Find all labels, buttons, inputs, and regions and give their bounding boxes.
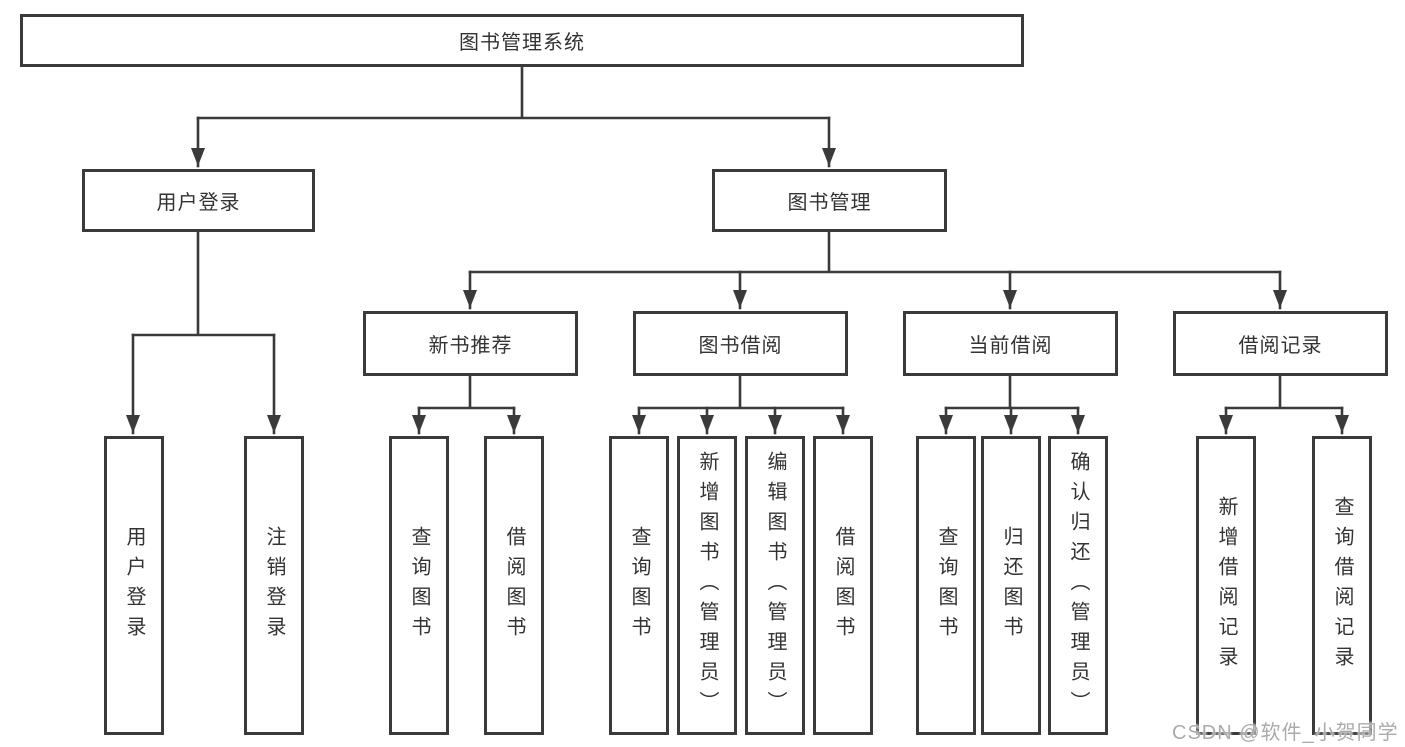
csdn-watermark: CSDN @软件_小贺同学 xyxy=(1172,722,1399,744)
leaf-return-books: 归还图书 xyxy=(981,436,1041,735)
leaf-user-login: 用户登录 xyxy=(104,436,164,735)
node-label: 图书管理系统 xyxy=(459,32,585,54)
node-label: 编辑图书（管理员） xyxy=(764,450,786,721)
leaf-add-borrow-record: 新增借阅记录 xyxy=(1196,436,1256,735)
node-label: 查询图书 xyxy=(408,525,430,646)
node-label: 当前借阅 xyxy=(968,335,1053,357)
leaf-query-books-recommend: 查询图书 xyxy=(389,436,449,735)
node-book-borrow: 图书借阅 xyxy=(633,311,848,376)
node-label: 图书管理 xyxy=(787,192,872,214)
node-label: 借阅图书 xyxy=(832,525,854,646)
node-label: 注销登录 xyxy=(263,525,285,646)
node-label: 借阅图书 xyxy=(503,525,525,646)
node-label: 归还图书 xyxy=(1000,525,1022,646)
node-current-borrow: 当前借阅 xyxy=(903,311,1118,376)
node-label: 查询借阅记录 xyxy=(1331,495,1353,676)
node-user-login: 用户登录 xyxy=(82,169,315,232)
leaf-confirm-return-admin: 确认归还（管理员） xyxy=(1048,436,1108,735)
node-library-management-system: 图书管理系统 xyxy=(20,14,1024,67)
leaf-query-books-borrow: 查询图书 xyxy=(609,436,669,735)
leaf-query-borrow-record: 查询借阅记录 xyxy=(1312,436,1372,735)
node-label: 用户登录 xyxy=(156,192,241,214)
leaf-logout: 注销登录 xyxy=(244,436,304,735)
node-new-book-recommend: 新书推荐 xyxy=(363,311,578,376)
node-label: 用户登录 xyxy=(123,525,145,646)
leaf-borrow-books-recommend: 借阅图书 xyxy=(484,436,544,735)
node-label: 确认归还（管理员） xyxy=(1067,450,1089,721)
node-borrow-records: 借阅记录 xyxy=(1173,311,1388,376)
leaf-add-books-admin: 新增图书（管理员） xyxy=(677,436,737,735)
leaf-query-books-current: 查询图书 xyxy=(916,436,976,735)
node-label: 借阅记录 xyxy=(1238,335,1323,357)
node-label: 查询图书 xyxy=(935,525,957,646)
leaf-borrow-books: 借阅图书 xyxy=(813,436,873,735)
node-label: 新增图书（管理员） xyxy=(696,450,718,721)
node-label: 新增借阅记录 xyxy=(1215,495,1237,676)
leaf-edit-books-admin: 编辑图书（管理员） xyxy=(745,436,805,735)
node-label: 图书借阅 xyxy=(698,335,783,357)
node-label: 新书推荐 xyxy=(428,335,513,357)
node-book-management: 图书管理 xyxy=(712,169,947,232)
node-label: 查询图书 xyxy=(628,525,650,646)
